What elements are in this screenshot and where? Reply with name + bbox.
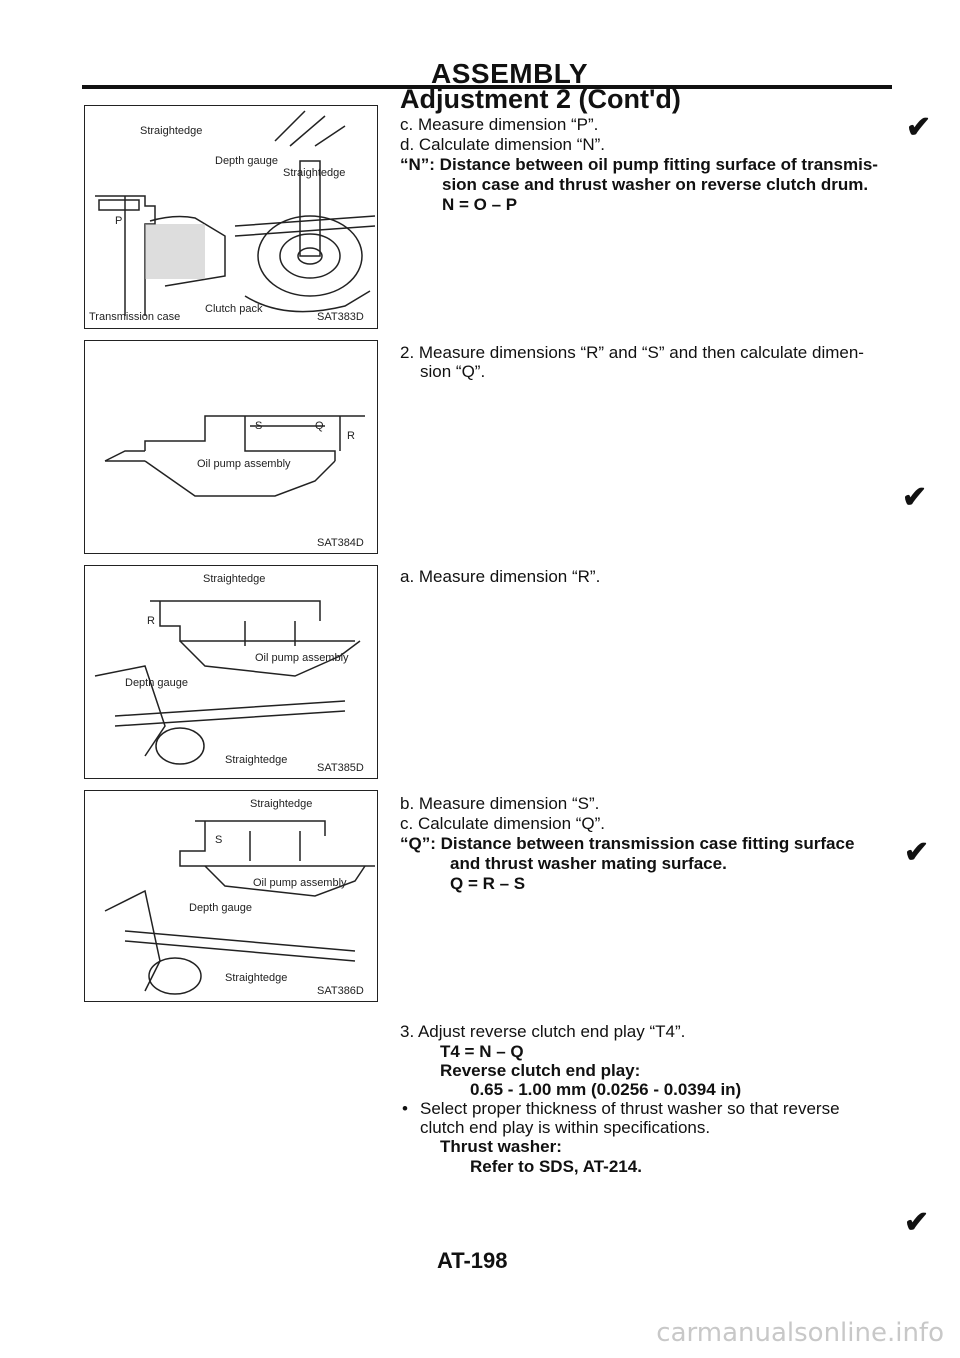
- margin-check-mark: ✔: [906, 111, 932, 144]
- figure-sat385d: Straightedge R Oil pump assembly Depth g…: [84, 565, 378, 779]
- margin-check-mark: ✔: [904, 836, 930, 869]
- label-oil-pump: Oil pump assembly: [255, 652, 349, 664]
- label-straightedge: Straightedge: [140, 125, 202, 137]
- bullet-select-washer-line2: clutch end play is within specifications…: [420, 1118, 711, 1137]
- thrust-washer-label: Thrust washer:: [440, 1137, 562, 1156]
- header-rule: [82, 85, 892, 89]
- bullet-select-washer-line1: Select proper thickness of thrust washer…: [420, 1099, 840, 1118]
- label-depth-gauge: Depth gauge: [189, 902, 252, 914]
- definition-n-line1: “N”: Distance between oil pump fitting s…: [400, 155, 878, 174]
- step-b-measure-s: b. Measure dimension “S”.: [400, 794, 600, 813]
- label-straightedge-2: Straightedge: [225, 972, 287, 984]
- label-p: P: [115, 215, 122, 227]
- figure-code: SAT385D: [317, 762, 364, 774]
- step-2-line1: 2. Measure dimensions “R” and “S” and th…: [400, 343, 864, 362]
- step-3-adjust-end-play: 3. Adjust reverse clutch end play “T4”.: [400, 1022, 686, 1041]
- margin-check-mark: ✔: [902, 481, 928, 514]
- label-depth-gauge: Depth gauge: [215, 155, 278, 167]
- label-straightedge: Straightedge: [203, 573, 265, 585]
- step-c-calc-q: c. Calculate dimension “Q”.: [400, 814, 606, 833]
- section-title: ASSEMBLY: [431, 58, 589, 89]
- figure-sat386d: Straightedge S Oil pump assembly Depth g…: [84, 790, 378, 1002]
- label-straightedge: Straightedge: [250, 798, 312, 810]
- label-s: S: [215, 834, 222, 846]
- sds-reference: Refer to SDS, AT-214.: [470, 1157, 642, 1176]
- figure-sat384d: S Q R Oil pump assembly SAT384D: [84, 340, 378, 554]
- label-straightedge-2: Straightedge: [225, 754, 287, 766]
- label-s: S: [255, 420, 262, 432]
- step-2-line2: sion “Q”.: [420, 362, 486, 381]
- label-r: R: [147, 615, 155, 627]
- figure-sat383d: Straightedge Depth gauge Straightedge P …: [84, 105, 378, 329]
- formula-q: Q = R – S: [450, 874, 526, 893]
- figure-code: SAT383D: [317, 311, 364, 323]
- label-oil-pump: Oil pump assembly: [253, 877, 347, 889]
- watermark: carmanualsonline.info: [656, 1318, 944, 1348]
- label-q: Q: [315, 420, 324, 432]
- figure-code: SAT384D: [317, 537, 364, 549]
- page-number: AT-198: [437, 1248, 508, 1273]
- label-straightedge-2: Straightedge: [283, 167, 345, 179]
- formula-t4: T4 = N – Q: [440, 1042, 524, 1061]
- step-a-measure-r: a. Measure dimension “R”.: [400, 567, 601, 586]
- label-clutch-pack: Clutch pack: [205, 303, 263, 315]
- step-d-calc-n: d. Calculate dimension “N”.: [400, 135, 606, 154]
- definition-q-line2: and thrust washer mating surface.: [450, 854, 727, 873]
- formula-n: N = O – P: [442, 195, 518, 214]
- label-r: R: [347, 430, 355, 442]
- definition-n-line2: sion case and thrust washer on reverse c…: [442, 175, 869, 194]
- label-transmission-case: Transmission case: [89, 311, 180, 323]
- margin-check-mark: ✔: [904, 1206, 930, 1239]
- label-oil-pump: Oil pump assembly: [197, 458, 291, 470]
- definition-q-line1: “Q”: Distance between transmission case …: [400, 834, 855, 853]
- page-subtitle: Adjustment 2 (Cont'd): [400, 84, 681, 114]
- figure-code: SAT386D: [317, 985, 364, 997]
- end-play-label: Reverse clutch end play:: [440, 1061, 641, 1080]
- step-c-measure-p: c. Measure dimension “P”.: [400, 115, 599, 134]
- label-depth-gauge: Depth gauge: [125, 677, 188, 689]
- bullet-dot: •: [402, 1099, 408, 1118]
- end-play-value: 0.65 - 1.00 mm (0.0256 - 0.0394 in): [470, 1080, 742, 1099]
